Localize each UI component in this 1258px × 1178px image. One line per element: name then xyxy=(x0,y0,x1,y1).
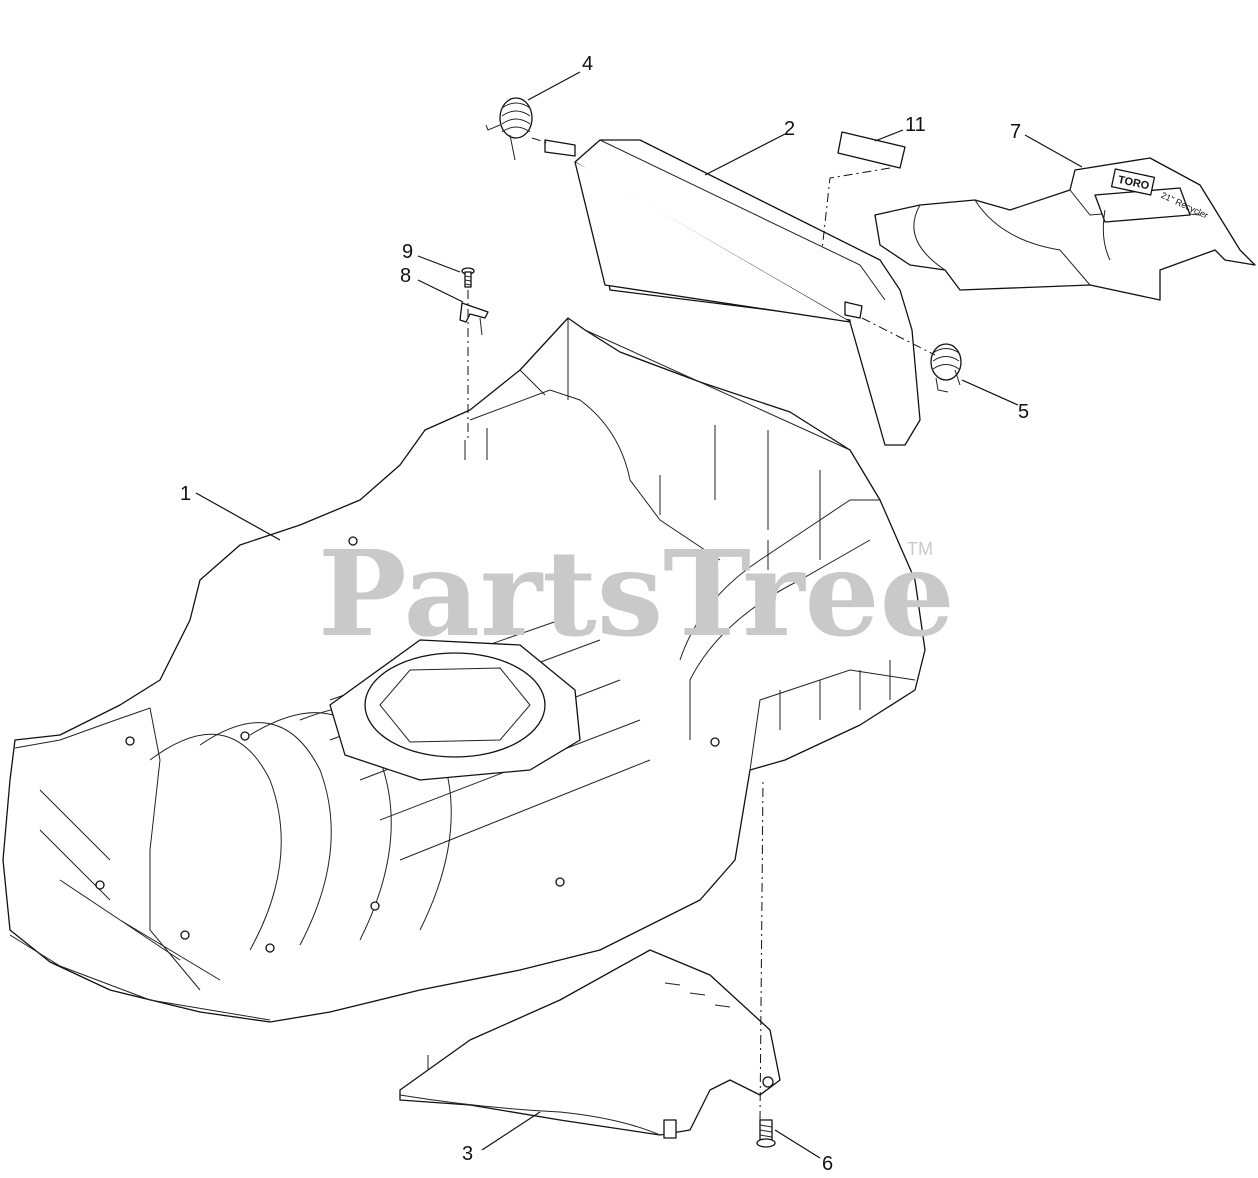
assembly-lines xyxy=(467,137,936,1121)
callout-labels: 1 2 3 4 5 6 7 8 9 11 xyxy=(180,53,1029,1175)
watermark-trademark: TM xyxy=(907,539,933,559)
callout-4: 4 xyxy=(582,53,593,75)
callout-2: 2 xyxy=(784,118,795,140)
watermark: PartsTree TM xyxy=(318,524,955,663)
callout-11: 11 xyxy=(905,114,926,136)
callout-1: 1 xyxy=(180,483,191,505)
torsion-spring-left[interactable] xyxy=(485,97,533,161)
rear-flap[interactable] xyxy=(544,139,921,446)
clip-screw[interactable] xyxy=(461,267,475,288)
callout-7: 7 xyxy=(1010,121,1021,143)
baffle-plate[interactable] xyxy=(399,949,781,1139)
discharge-cover[interactable]: TORO 21" Recycler xyxy=(874,157,1256,301)
callout-5: 5 xyxy=(1018,401,1029,423)
warning-decal[interactable] xyxy=(837,131,906,169)
flange-bolt[interactable] xyxy=(756,1119,776,1148)
watermark-text: PartsTree xyxy=(318,524,955,663)
callout-6: 6 xyxy=(822,1153,833,1175)
deck-housing[interactable] xyxy=(2,317,926,1023)
blade-hub xyxy=(329,639,581,781)
torsion-spring-right[interactable] xyxy=(930,343,962,393)
callout-3: 3 xyxy=(462,1143,473,1165)
mounting-clip[interactable] xyxy=(459,302,489,336)
callout-9: 9 xyxy=(402,241,413,263)
leader-lines xyxy=(195,71,1083,1159)
callout-8: 8 xyxy=(400,265,411,287)
